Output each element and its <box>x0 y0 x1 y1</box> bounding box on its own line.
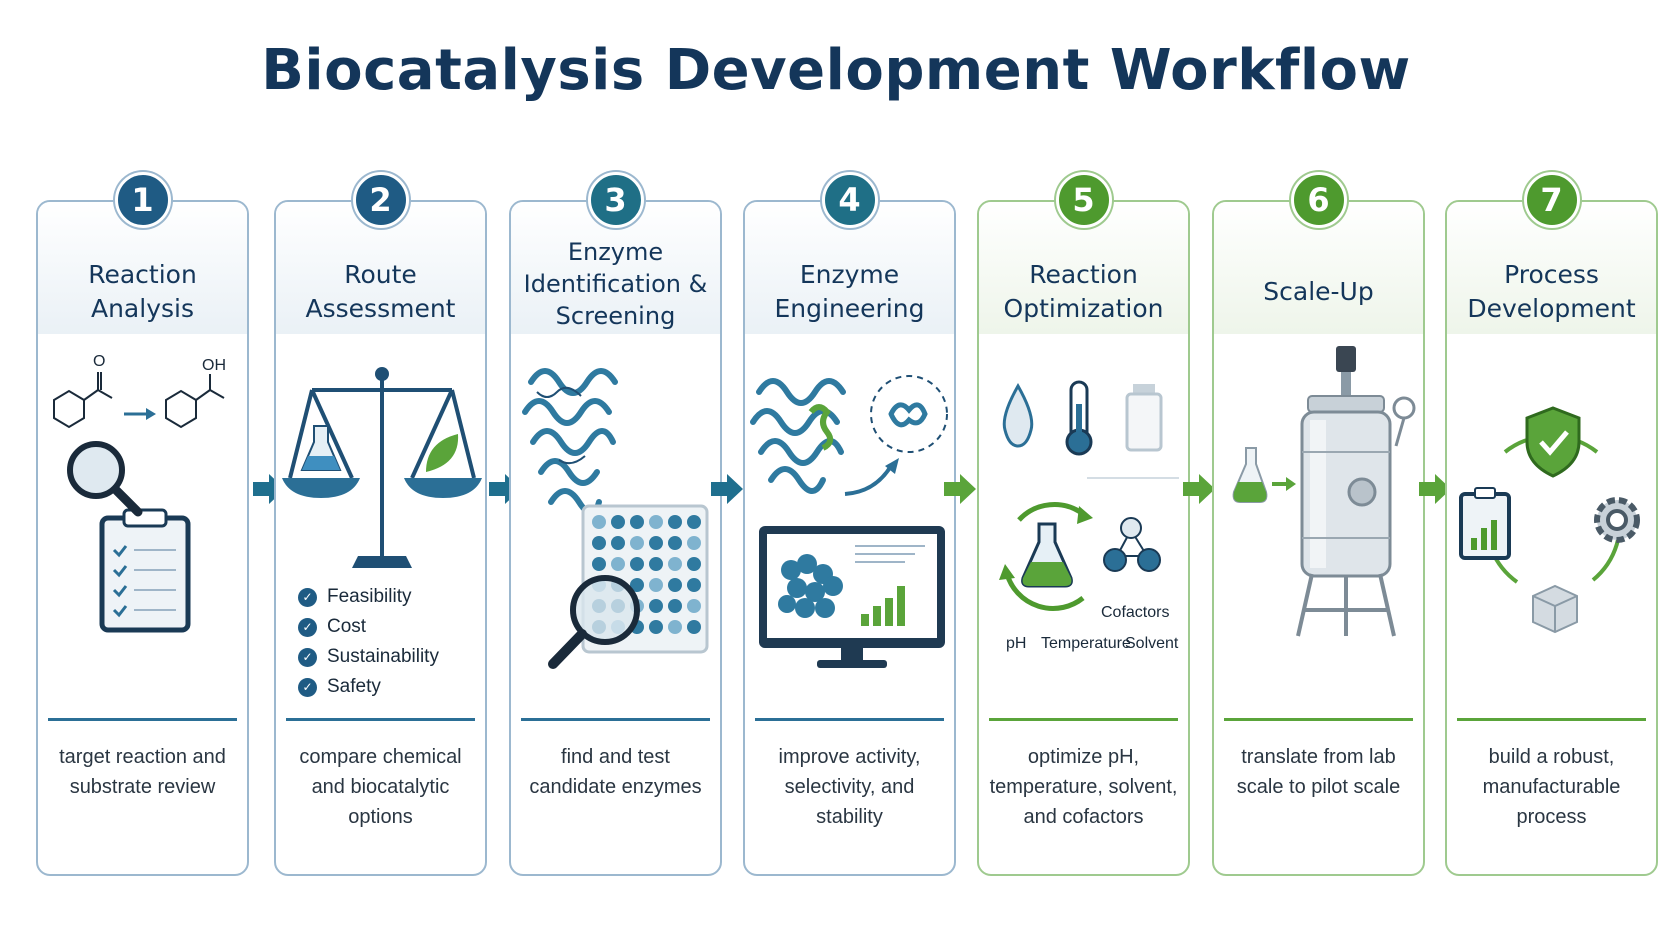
well <box>687 599 701 613</box>
criteria-item: ✓Safety <box>298 672 439 702</box>
step-card-4: 4 Enzyme Engineering <box>743 172 956 876</box>
card-divider <box>989 718 1178 721</box>
card-divider <box>286 718 475 721</box>
step-card-5: 5 Reaction Optimization pH Temperature S… <box>977 172 1190 876</box>
well <box>630 515 644 529</box>
step-description: compare chemical and biocatalytic option… <box>299 746 462 828</box>
well <box>592 557 606 571</box>
card-divider <box>1457 718 1646 721</box>
step-description: optimize pH, temperature, solvent, and c… <box>989 746 1178 828</box>
arrow-right-icon <box>1419 474 1451 504</box>
step-card-6: 6 Scale-Up translate from lab scale to p… <box>1212 172 1425 876</box>
well <box>611 536 625 550</box>
criteria-item: ✓Feasibility <box>298 582 439 612</box>
step-title: Enzyme Identification & Screening <box>523 238 708 330</box>
step-title: Route Assessment <box>305 260 456 323</box>
bioreactor-icon <box>1214 342 1423 712</box>
well <box>649 620 663 634</box>
card-divider <box>521 718 710 721</box>
param-label: pH <box>1006 635 1027 652</box>
well <box>687 557 701 571</box>
well <box>630 578 644 592</box>
step-description: build a robust, manufacturable process <box>1482 746 1621 828</box>
step-description: translate from lab scale to pilot scale <box>1236 746 1401 798</box>
well <box>611 515 625 529</box>
well <box>687 578 701 592</box>
step-title: Enzyme Engineering <box>774 260 925 323</box>
step-number-badge: 4 <box>821 172 878 228</box>
criteria-list: ✓Feasibility ✓Cost ✓Sustainability ✓Safe… <box>298 582 439 702</box>
protein-wellplate-magnifier-icon <box>511 342 720 712</box>
check-icon: ✓ <box>298 587 317 607</box>
step-description: find and test candidate enzymes <box>529 746 702 798</box>
well <box>592 515 606 529</box>
param-label: Temperature <box>1041 635 1131 652</box>
well <box>687 620 701 634</box>
well <box>611 557 625 571</box>
card-divider <box>48 718 237 721</box>
well <box>649 578 663 592</box>
step-number-badge: 3 <box>587 172 644 228</box>
check-icon: ✓ <box>298 647 317 667</box>
well <box>668 557 682 571</box>
step-title: Reaction Optimization <box>1003 260 1164 323</box>
well <box>668 515 682 529</box>
well <box>649 557 663 571</box>
well <box>668 599 682 613</box>
step-number-badge: 2 <box>352 172 409 228</box>
step-number-badge: 1 <box>114 172 171 228</box>
step-title: Process Development <box>1467 260 1636 323</box>
step-number-badge: 7 <box>1523 172 1580 228</box>
page-title: Biocatalysis Development Workflow <box>261 38 1411 103</box>
step-description: improve activity, selectivity, and stabi… <box>778 746 921 828</box>
step-description: target reaction and substrate review <box>59 746 226 798</box>
step-number-badge: 5 <box>1055 172 1112 228</box>
well <box>668 536 682 550</box>
check-icon: ✓ <box>298 617 317 637</box>
svg-text:OH: OH <box>202 357 226 374</box>
arrow-right-icon <box>1183 474 1215 504</box>
step-card-7: 7 Process Development build a robust, ma… <box>1445 172 1658 876</box>
arrow-right-icon <box>711 474 743 504</box>
card-divider <box>1224 718 1413 721</box>
svg-text:O: O <box>93 353 105 370</box>
criteria-item: ✓Cost <box>298 612 439 642</box>
flask-cycle-icon <box>979 342 1188 712</box>
balance-scale-icon <box>276 342 485 712</box>
well <box>649 599 663 613</box>
step-card-1: 1 Reaction Analysis O OH <box>36 172 249 876</box>
well <box>668 620 682 634</box>
reaction-structure-magnifier-clipboard-icon: O OH <box>38 342 247 712</box>
shield-clipboard-gear-box-icon <box>1447 342 1656 712</box>
well <box>649 536 663 550</box>
well <box>687 536 701 550</box>
well <box>630 557 644 571</box>
step-number-badge: 6 <box>1290 172 1347 228</box>
step-card-3: 3 Enzyme Identification & Screening find… <box>509 172 722 876</box>
arrow-right-icon <box>944 474 976 504</box>
well <box>687 515 701 529</box>
param-label: Cofactors <box>1101 604 1170 621</box>
well <box>630 536 644 550</box>
check-icon: ✓ <box>298 677 317 697</box>
well <box>668 578 682 592</box>
step-card-2: 2 Route Assessment ✓Feasibility ✓Cost ✓S… <box>274 172 487 876</box>
protein-monitor-icon <box>745 342 954 712</box>
well <box>592 536 606 550</box>
step-title: Reaction Analysis <box>88 260 197 323</box>
criteria-item: ✓Sustainability <box>298 642 439 672</box>
step-title: Scale-Up <box>1263 277 1374 306</box>
card-divider <box>755 718 944 721</box>
param-label: Solvent <box>1125 635 1179 652</box>
well <box>649 515 663 529</box>
